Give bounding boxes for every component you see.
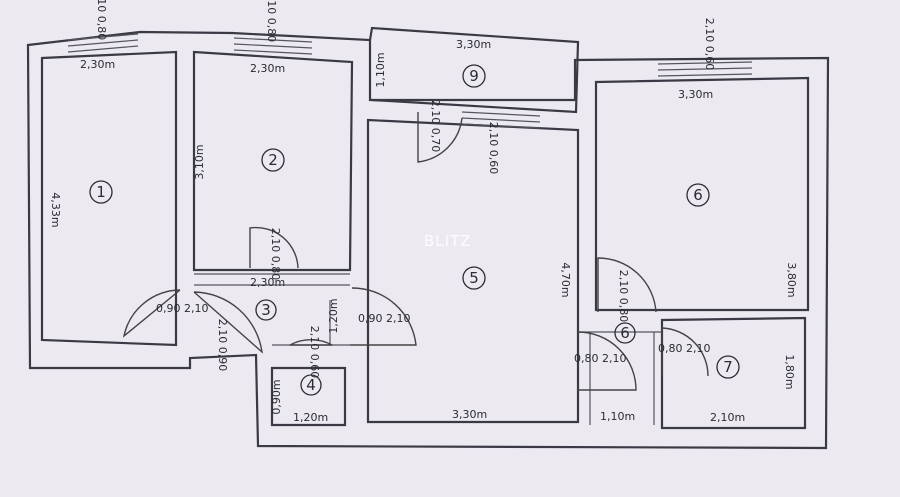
door-room-1-label: 0,90 2,10 bbox=[156, 302, 208, 315]
window-room-5-frame bbox=[461, 111, 541, 129]
window-room-2-label: 2,10 0,80 bbox=[265, 0, 278, 42]
window-room-6-frame bbox=[657, 61, 753, 77]
room-9-marker bbox=[462, 64, 486, 88]
room-1-height: 4,33m bbox=[49, 192, 62, 227]
door-room-5-swing bbox=[350, 287, 417, 346]
room-1-number: 1 bbox=[96, 183, 106, 201]
doors bbox=[122, 112, 709, 391]
room-6-height: 3,80m bbox=[785, 262, 798, 297]
door-room-6-swing bbox=[597, 257, 657, 313]
room-6-width: 3,30m bbox=[678, 88, 713, 101]
room-4-marker bbox=[300, 374, 322, 396]
room-7-width: 2,10m bbox=[710, 411, 745, 424]
windows bbox=[67, 33, 753, 129]
door-room-6-label: 2,10 0,80 bbox=[617, 270, 630, 322]
room-dimensions: 2,30m 4,33m 2,30m 3,10m 2,30m 1,20m 1,20… bbox=[49, 38, 798, 424]
room-1-width: 2,30m bbox=[80, 58, 115, 71]
door-room-6b-label: 0,80 2,10 bbox=[574, 352, 626, 365]
room-5-marker bbox=[462, 266, 486, 290]
door-room-4-swing bbox=[289, 338, 333, 346]
room-6-marker bbox=[686, 183, 710, 207]
room-7-height: 1,80m bbox=[783, 354, 796, 389]
room-1-marker bbox=[89, 180, 113, 204]
room-9-height: 1,10m bbox=[374, 52, 387, 87]
watermark: BLITZ bbox=[424, 232, 472, 250]
room-6-number: 6 bbox=[693, 186, 703, 204]
door-room-2-label: 2,10 0,80 bbox=[269, 228, 282, 280]
room-6b-width: 1,10m bbox=[600, 410, 635, 423]
room-2-height: 3,10m bbox=[193, 144, 206, 179]
room-5-number: 5 bbox=[469, 269, 479, 287]
window-room-6-label: 2,10 0,60 bbox=[703, 18, 716, 70]
room-9-number: 9 bbox=[469, 67, 479, 85]
door-room-2-swing bbox=[249, 226, 299, 269]
window-room-1-label: 2,10 0,80 bbox=[95, 0, 108, 40]
door-room-5-label: 0,90 2,10 bbox=[358, 312, 410, 325]
door-room-1-swing bbox=[122, 289, 181, 338]
room-5-width: 3,30m bbox=[452, 408, 487, 421]
door-room-6b-swing bbox=[577, 331, 637, 391]
window-room-5-label: 2,10 0,60 bbox=[487, 122, 500, 174]
window-room-2-frame bbox=[233, 37, 313, 55]
room-6b-number: 6 bbox=[620, 324, 630, 342]
room-3-width: 2,30m bbox=[250, 276, 285, 289]
door-entrance-label: 2,10 0,90 bbox=[216, 319, 229, 371]
door-room-7-swing bbox=[661, 327, 709, 377]
door-entrance-swing bbox=[193, 291, 263, 354]
room-4-width: 1,20m bbox=[293, 411, 328, 424]
door-room-9-swing bbox=[417, 112, 463, 163]
room-5-height: 4,70m bbox=[559, 262, 572, 297]
room-7-marker bbox=[716, 355, 740, 379]
room-numbers: 1 2 3 4 5 6 6 7 9 bbox=[96, 67, 733, 394]
window-labels: 2,10 0,80 2,10 0,80 2,10 0,60 2,10 0,60 bbox=[95, 0, 716, 174]
room-2-width: 2,30m bbox=[250, 62, 285, 75]
door-room-4-label: 2,10 0,60 bbox=[308, 326, 321, 378]
room-4-number: 4 bbox=[306, 376, 316, 394]
room-3-height: 1,20m bbox=[327, 298, 340, 333]
room-7-number: 7 bbox=[723, 358, 733, 376]
room-2-marker bbox=[261, 148, 285, 172]
room-9-width: 3,30m bbox=[456, 38, 491, 51]
room-3-marker bbox=[255, 299, 277, 321]
door-room-7-label: 0,80 2,10 bbox=[658, 342, 710, 355]
window-room-1-frame bbox=[67, 33, 139, 53]
room-3-number: 3 bbox=[261, 301, 271, 319]
room-4-height: 0,90m bbox=[270, 379, 283, 414]
room-2-number: 2 bbox=[268, 151, 278, 169]
room-markers bbox=[89, 64, 740, 396]
room-6b-marker bbox=[614, 322, 636, 344]
door-room-9-label: 2,10 0,70 bbox=[429, 100, 442, 152]
door-labels: 2,10 0,80 0,90 2,10 2,10 0,90 2,10 0,60 … bbox=[156, 100, 710, 378]
